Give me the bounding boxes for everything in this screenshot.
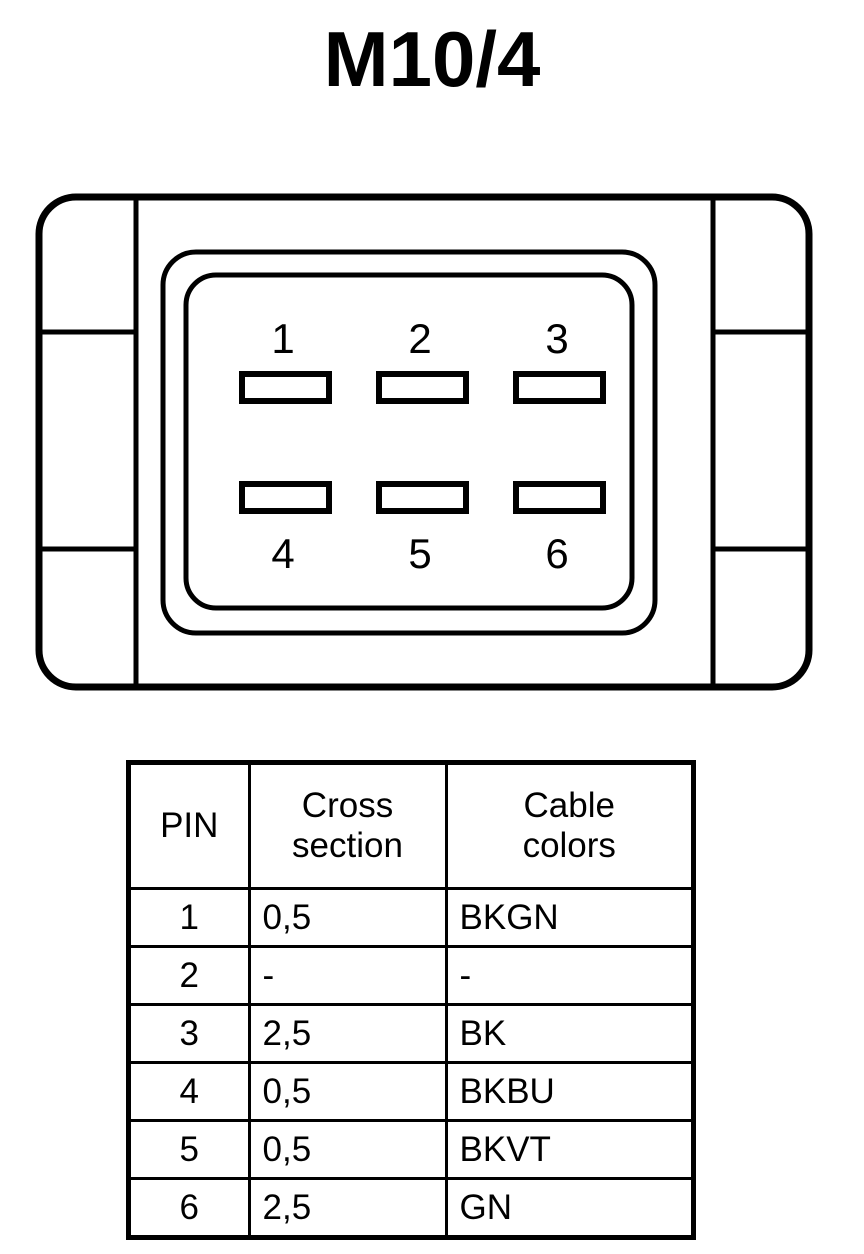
pin-label-4: 4 bbox=[271, 530, 294, 577]
column-header-cable-colors-line-2: colors bbox=[522, 826, 616, 865]
connector-inner-bezel bbox=[160, 249, 658, 636]
table-row: 3 2,5 BK bbox=[131, 1003, 691, 1064]
cell-pin: 3 bbox=[131, 1003, 251, 1064]
connector-pinout-diagram: 1 2 3 4 5 6 bbox=[30, 185, 820, 705]
column-header-cross-section: Cross section bbox=[247, 765, 448, 890]
cell-cable-colors: - bbox=[444, 945, 691, 1006]
table-header-row: PIN Cross section Cable colors bbox=[131, 765, 691, 890]
cell-pin: 6 bbox=[131, 1177, 251, 1235]
cell-cross-section: 0,5 bbox=[247, 1061, 448, 1122]
cell-cable-colors: BK bbox=[444, 1003, 691, 1064]
pin-label-3: 3 bbox=[545, 315, 568, 362]
cell-cable-colors: BKGN bbox=[444, 887, 691, 948]
pin-label-1: 1 bbox=[271, 315, 294, 362]
column-header-pin-line-1: PIN bbox=[160, 806, 219, 845]
pin-slot-5 bbox=[376, 481, 469, 514]
pin-assignment-table: PIN Cross section Cable colors bbox=[131, 765, 691, 1235]
cell-cable-colors: BKVT bbox=[444, 1119, 691, 1180]
table-row: 5 0,5 BKVT bbox=[131, 1119, 691, 1180]
connector-outer-shell bbox=[35, 193, 813, 691]
cell-cable-colors: BKBU bbox=[444, 1061, 691, 1122]
pin-label-2: 2 bbox=[408, 315, 431, 362]
table-row: 2 - - bbox=[131, 945, 691, 1006]
column-header-cable-colors: Cable colors bbox=[444, 765, 691, 890]
connector-pin-cavity bbox=[183, 272, 635, 611]
cell-pin: 4 bbox=[131, 1061, 251, 1122]
pin-label-6: 6 bbox=[545, 530, 568, 577]
cell-cross-section: - bbox=[247, 945, 448, 1006]
pin-slot-2 bbox=[376, 371, 469, 404]
pin-slot-4 bbox=[239, 481, 332, 514]
cell-cable-colors: GN bbox=[444, 1177, 691, 1235]
pin-slot-3 bbox=[513, 371, 606, 404]
cell-cross-section: 2,5 bbox=[247, 1177, 448, 1235]
table-row: 1 0,5 BKGN bbox=[131, 887, 691, 948]
pin-slot-6 bbox=[513, 481, 606, 514]
column-header-cable-colors-line-1: Cable bbox=[523, 786, 615, 825]
column-header-cross-section-line-2: section bbox=[292, 826, 403, 865]
pin-label-5: 5 bbox=[408, 530, 431, 577]
page-title: M10/4 bbox=[323, 15, 541, 103]
cell-pin: 5 bbox=[131, 1119, 251, 1180]
cell-cross-section: 0,5 bbox=[247, 887, 448, 948]
cell-cross-section: 0,5 bbox=[247, 1119, 448, 1180]
pin-slot-1 bbox=[239, 371, 332, 404]
column-header-pin: PIN bbox=[131, 765, 251, 890]
pin-table-frame: PIN Cross section Cable colors bbox=[126, 760, 696, 1240]
table-row: 6 2,5 GN bbox=[131, 1177, 691, 1235]
cell-pin: 2 bbox=[131, 945, 251, 1006]
table-row: 4 0,5 BKBU bbox=[131, 1061, 691, 1122]
cell-pin: 1 bbox=[131, 887, 251, 948]
column-header-cross-section-line-1: Cross bbox=[301, 786, 394, 825]
cell-cross-section: 2,5 bbox=[247, 1003, 448, 1064]
